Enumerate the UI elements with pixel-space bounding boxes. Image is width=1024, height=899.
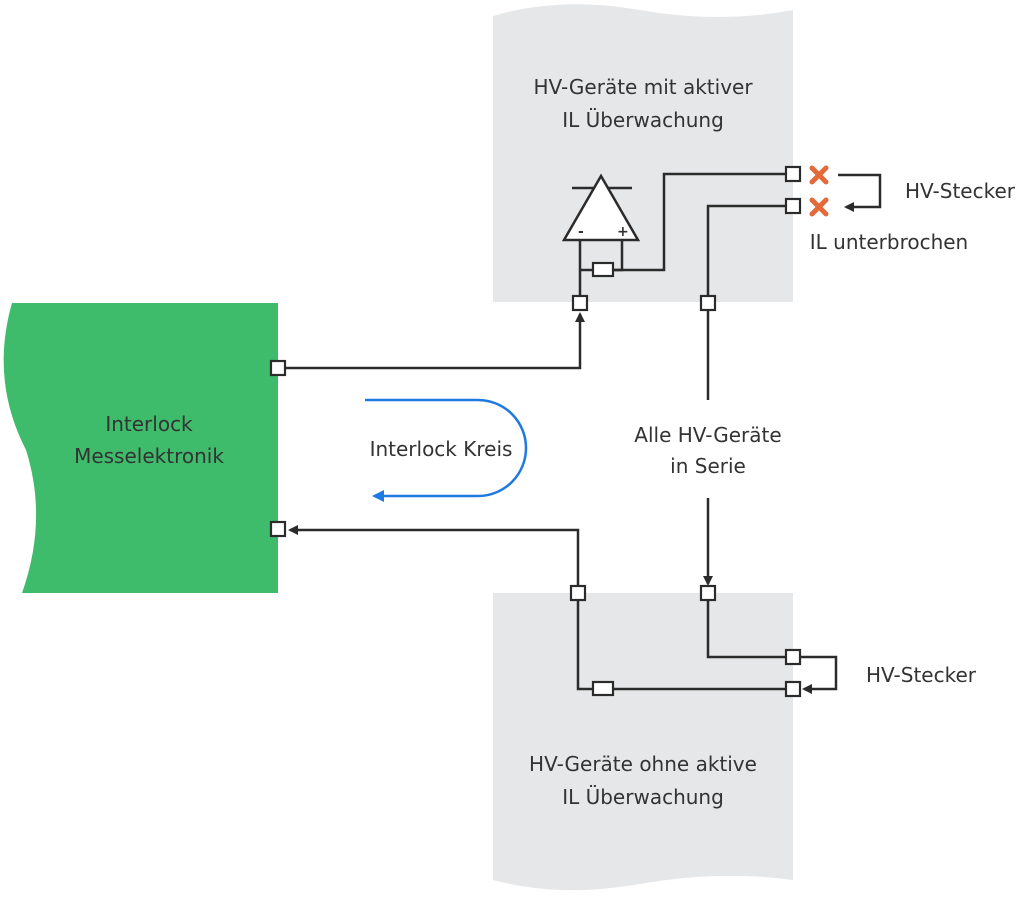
interlock-measurement-unit bbox=[3, 303, 278, 593]
pin-hv-connector-bottom-2 bbox=[784, 680, 802, 698]
wire-bottom-return bbox=[576, 600, 594, 691]
pin-top-return bbox=[699, 294, 717, 312]
il-interrupted-label: IL unterbrochen bbox=[810, 230, 969, 254]
interlock-loop-label: Interlock Kreis bbox=[370, 437, 513, 461]
resistor-top bbox=[591, 261, 615, 278]
bottom-panel-title-line2: IL Überwachung bbox=[562, 785, 724, 809]
wire-unit-to-amplifier bbox=[286, 312, 585, 370]
pin-hv-connector-top-2 bbox=[784, 197, 802, 215]
pin-unit-out bbox=[269, 359, 287, 377]
amp-plus-label: + bbox=[617, 224, 629, 240]
wire-return-to-unit bbox=[288, 525, 580, 585]
bottom-panel-title-line1: HV-Geräte ohne aktive bbox=[529, 752, 757, 776]
unit-title-line1: Interlock bbox=[105, 412, 193, 436]
hv-connector-bottom-label: HV-Stecker bbox=[866, 663, 977, 687]
hv-connector-top-label: HV-Stecker bbox=[905, 179, 1016, 203]
pin-bottom-left bbox=[569, 584, 587, 602]
wire-bottom-device-in bbox=[706, 600, 786, 659]
amplifier-icon: - + bbox=[561, 173, 641, 242]
unit-title-line2: Messelektronik bbox=[74, 444, 224, 468]
connector-loop-top bbox=[838, 173, 882, 212]
pin-amp-in bbox=[571, 294, 589, 312]
break-x-icon-1 bbox=[809, 165, 829, 185]
top-panel-title-line2: IL Überwachung bbox=[562, 108, 724, 132]
amp-minus-label: - bbox=[578, 224, 584, 240]
wire-connector-return-top bbox=[706, 204, 786, 296]
pin-unit-in bbox=[269, 520, 287, 538]
series-label-line1: Alle HV-Geräte bbox=[634, 423, 781, 447]
pin-bottom-right bbox=[699, 584, 717, 602]
top-panel-title-line1: HV-Geräte mit aktiver bbox=[533, 75, 753, 99]
interlock-loop-arrow bbox=[365, 398, 528, 502]
top-device-panel bbox=[493, 4, 793, 303]
break-x-icon-2 bbox=[809, 197, 829, 217]
connector-loop-bottom bbox=[801, 655, 838, 694]
wire-to-connector-top bbox=[612, 172, 786, 272]
pin-hv-connector-top-1 bbox=[784, 165, 802, 183]
resistor-bottom bbox=[591, 680, 615, 697]
bottom-device-panel bbox=[493, 593, 793, 891]
pin-hv-connector-bottom-1 bbox=[784, 648, 802, 666]
series-label-line2: in Serie bbox=[670, 454, 746, 478]
